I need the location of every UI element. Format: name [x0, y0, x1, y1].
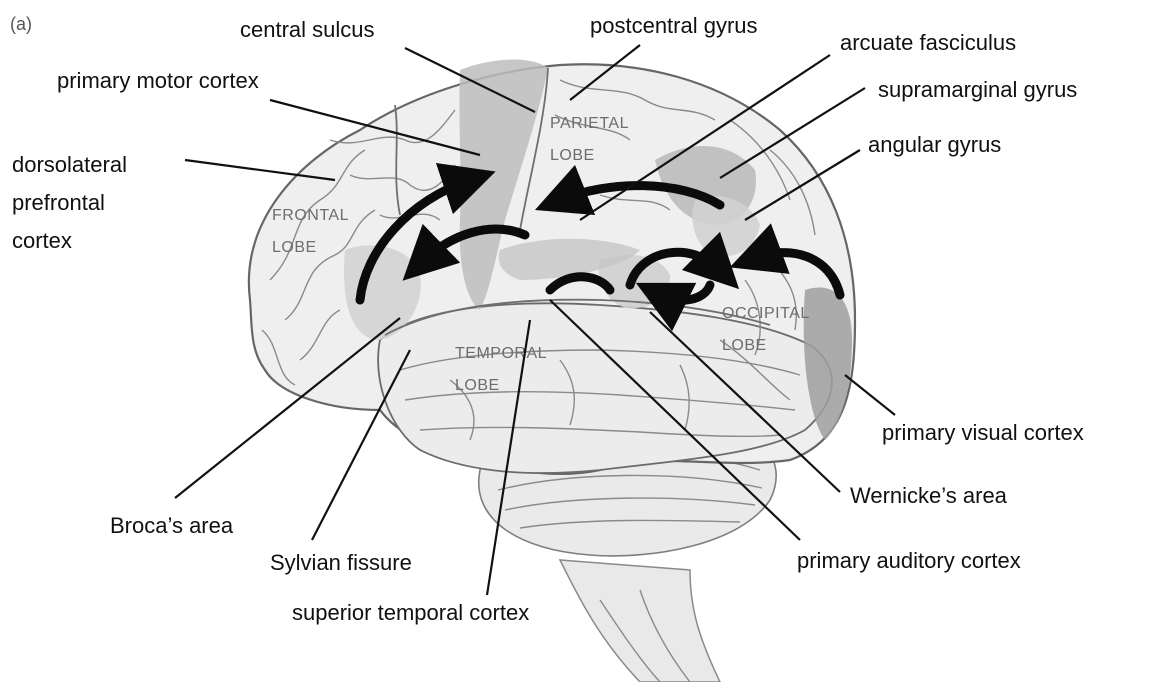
label-primary-auditory-cortex: primary auditory cortex	[797, 548, 1021, 573]
brainstem	[560, 560, 720, 682]
label-primary-motor-cortex: primary motor cortex	[57, 68, 259, 93]
label-central-sulcus: central sulcus	[240, 17, 375, 42]
label-arcuate-fasciculus: arcuate fasciculus	[840, 30, 1016, 55]
label-angular-gyrus: angular gyrus	[868, 132, 1001, 157]
label-supramarginal-gyrus: supramarginal gyrus	[878, 77, 1077, 102]
label-brocas-area: Broca’s area	[110, 513, 234, 538]
label-dorsolateral-prefrontal-cortex: dorsolateral prefrontal cortex	[12, 152, 133, 253]
label-sylvian-fissure: Sylvian fissure	[270, 550, 412, 575]
label-superior-temporal-cortex: superior temporal cortex	[292, 600, 529, 625]
label-primary-visual-cortex: primary visual cortex	[882, 420, 1084, 445]
label-postcentral-gyrus: postcentral gyrus	[590, 13, 758, 38]
leader-primary-visual-cortex	[845, 375, 895, 415]
label-wernickes-area: Wernicke’s area	[850, 483, 1008, 508]
panel-label: (a)	[10, 14, 32, 34]
